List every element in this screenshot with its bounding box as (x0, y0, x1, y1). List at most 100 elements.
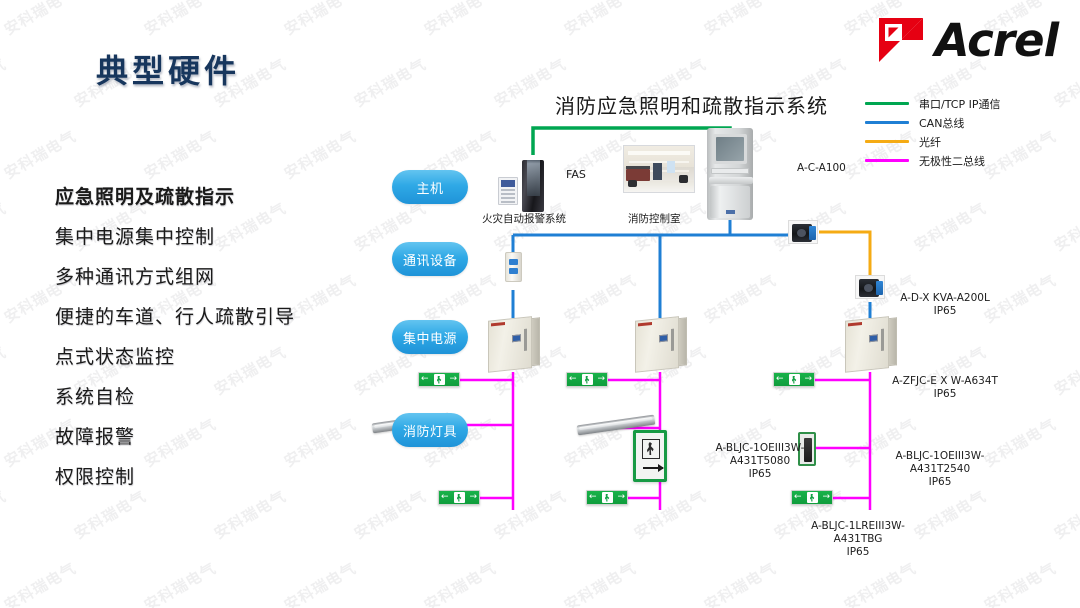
comm-device-model-label: A-D-X KVA-A200L IP65 (900, 292, 990, 318)
arrow-right-icon: → (804, 374, 812, 384)
evacuation-panel-sign (633, 430, 667, 482)
exit-sign-graphic: ← → (791, 490, 833, 505)
exit-sign-graphic: ← → (438, 490, 480, 505)
exit-sign-6: ← → (791, 490, 833, 505)
fas-system-label: 火灾自动报警系统 (482, 213, 566, 225)
power-cabinet-graphic (635, 315, 687, 373)
watermark-text: 安科瑞电气 (1, 127, 80, 183)
arrow-right-icon: → (822, 492, 830, 502)
power-cabinet-model-label: A-ZFJC-E X W-A634T IP65 (892, 375, 998, 401)
power-cabinet-3 (845, 315, 897, 373)
running-person-icon (453, 492, 465, 503)
feature-item: 故障报警 (55, 426, 136, 448)
feature-list: 应急照明及疏散指示 集中电源集中控制 多种通讯方式组网 便捷的车道、行人疏散引导… (55, 188, 295, 508)
stage-pill-power[interactable]: 集中电源 (392, 320, 468, 354)
watermark-text: 安科瑞电气 (1, 0, 80, 39)
running-person-icon (581, 374, 593, 385)
control-room-image (623, 145, 695, 193)
watermark-text: 安科瑞电气 (421, 0, 500, 39)
watermark-text: 安科瑞电气 (141, 0, 220, 39)
running-person-icon (433, 374, 445, 385)
feature-item: 权限控制 (55, 466, 136, 488)
power-cabinet-2 (635, 315, 687, 373)
exit-sign-1: ← → (418, 372, 460, 387)
feature-item: 集中电源集中控制 (55, 226, 216, 248)
brand-name: Acrel (934, 13, 1059, 67)
running-person-icon (601, 492, 613, 503)
fiber-transceiver-2 (855, 275, 885, 299)
watermark-text: 安科瑞电气 (141, 559, 220, 608)
legend-swatch-fiber (865, 140, 909, 143)
stage-pill-comm[interactable]: 通讯设备 (392, 242, 468, 276)
power-cabinet-graphic (488, 315, 540, 373)
host-console (707, 128, 753, 220)
arrow-right-icon: → (617, 492, 625, 502)
fas-cabinet-graphic (522, 160, 544, 212)
watermark-text: 安科瑞电气 (281, 0, 360, 39)
lamp-model-label-3: A-BLJC-1LREIII3W- A431TBG IP65 (811, 520, 905, 559)
watermark-text: 安科瑞电气 (141, 127, 220, 183)
legend-item: 串口/TCP IP通信 (865, 94, 1000, 113)
fas-panel (498, 177, 518, 205)
exit-sign-4: ← → (438, 490, 480, 505)
exit-sign-graphic: ← → (566, 372, 608, 387)
arrow-left-icon: ← (589, 492, 597, 502)
legend-label: 无极性二总线 (919, 154, 985, 168)
legend-swatch-serial (865, 102, 909, 105)
power-cabinet-1 (488, 315, 540, 373)
legend-label: 光纤 (919, 135, 941, 149)
feature-item: 便捷的车道、行人疏散引导 (55, 306, 296, 328)
exit-sign-5: ← → (586, 490, 628, 505)
exit-sign-graphic: ← → (418, 372, 460, 387)
watermark-text: 安科瑞电气 (701, 0, 780, 39)
watermark-text: 安科瑞电气 (0, 55, 10, 111)
arrow-left-icon: ← (569, 374, 577, 384)
arrow-left-icon: ← (794, 492, 802, 502)
lamp-model-label-1: A-BLJC-1OEIII3W- A431T5080 IP65 (715, 442, 805, 481)
legend-label: CAN总线 (919, 116, 965, 130)
running-person-icon (806, 492, 818, 503)
stage-pill-host[interactable]: 主机 (392, 170, 468, 204)
page-title: 典型硬件 (96, 52, 241, 90)
arrow-left-icon: ← (421, 374, 429, 384)
exit-sign-graphic: ← → (586, 490, 628, 505)
watermark-text: 安科瑞电气 (1, 559, 80, 608)
arrow-right-icon: → (469, 492, 477, 502)
comm-module-graphic (505, 252, 522, 282)
control-room-label: 消防控制室 (628, 213, 681, 225)
fiber-transceiver-graphic (855, 275, 885, 299)
legend: 串口/TCP IP通信 CAN总线 光纤 无极性二总线 (865, 94, 1000, 170)
legend-swatch-can (865, 121, 909, 124)
wall-luminaire-graphic (798, 432, 816, 466)
legend-swatch-twowire (865, 159, 909, 162)
arrow-left-icon: ← (441, 492, 449, 502)
diagram-title: 消防应急照明和疏散指示系统 (555, 94, 828, 118)
arrow-right-icon: → (597, 374, 605, 384)
lamp-model-label-2: A-BLJC-1OEIII3W- A431T2540 IP65 (895, 450, 985, 489)
host-model-label: A-C-A100 (797, 162, 846, 174)
arrow-right-icon: → (449, 374, 457, 384)
exit-sign-3: ← → (773, 372, 815, 387)
fas-panel-graphic (498, 177, 518, 205)
exit-sign-graphic: ← → (773, 372, 815, 387)
exit-sign-2: ← → (566, 372, 608, 387)
stage-pill-lamp[interactable]: 消防灯具 (392, 413, 468, 447)
power-cabinet-graphic (845, 315, 897, 373)
feature-item: 应急照明及疏散指示 (55, 186, 236, 208)
host-console-graphic (707, 128, 753, 220)
feature-item: 多种通讯方式组网 (55, 266, 216, 288)
legend-label: 串口/TCP IP通信 (919, 97, 1001, 111)
legend-item: CAN总线 (865, 113, 1000, 132)
legend-item: 无极性二总线 (865, 151, 1000, 170)
legend-item: 光纤 (865, 132, 1000, 151)
fas-label: FAS (566, 168, 586, 181)
arrow-left-icon: ← (776, 374, 784, 384)
fas-cabinet (522, 155, 544, 212)
fiber-transceiver-graphic (788, 220, 818, 244)
linear-light-2 (576, 414, 656, 436)
fiber-transceiver-1 (788, 220, 818, 244)
evacuation-panel-graphic (633, 430, 667, 482)
brand-logo: Acrel (877, 13, 1059, 67)
watermark-text: 安科瑞电气 (0, 487, 10, 543)
